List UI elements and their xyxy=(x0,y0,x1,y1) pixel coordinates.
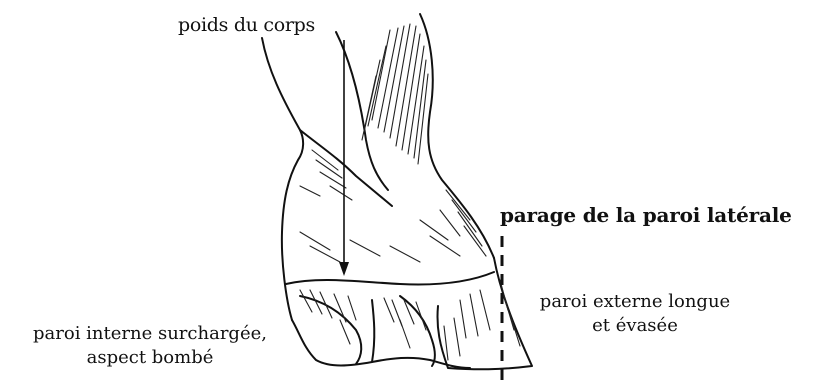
leg-right-contour xyxy=(420,14,494,258)
inner-wall-line-1: paroi interne surchargée, xyxy=(12,322,288,346)
cleft-line xyxy=(372,300,374,362)
body-weight-label: poids du corps xyxy=(178,14,315,36)
leg-drawing xyxy=(262,14,532,369)
coronet-band xyxy=(286,272,494,285)
pastern-fold xyxy=(300,130,392,206)
inner-wall-label: paroi interne surchargée, aspect bombé xyxy=(12,322,288,370)
outer-wall-line-2: et évasée xyxy=(530,314,740,338)
inner-wall-shape xyxy=(292,320,470,368)
body-weight-arrow xyxy=(339,40,349,276)
outer-wall-label: paroi externe longue et évasée xyxy=(530,290,740,338)
lateral-wall-trimming-label: parage de la paroi latérale xyxy=(500,203,792,227)
inner-wall-line-2: aspect bombé xyxy=(12,346,288,370)
outer-wall-line-1: paroi externe longue xyxy=(530,290,740,314)
leg-left-contour xyxy=(262,38,303,320)
